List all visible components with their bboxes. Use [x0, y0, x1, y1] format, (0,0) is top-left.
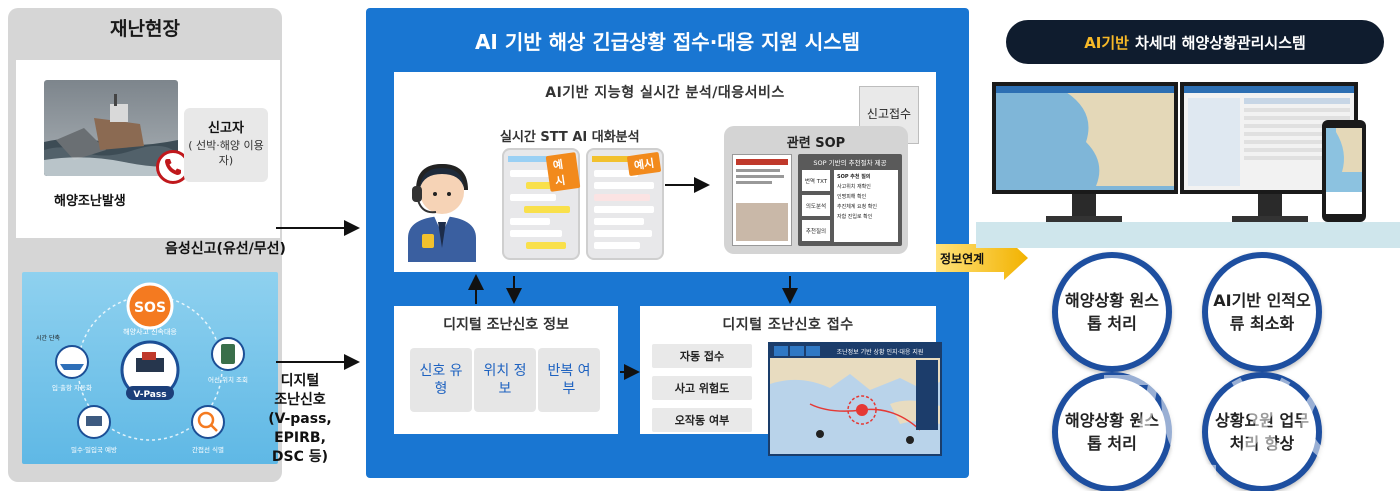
next-gen-system-title: AI기반 차세대 해양상황관리시스템 [1006, 20, 1384, 64]
disaster-site-panel: 재난현장 신고자 ( 선박 [8, 8, 282, 482]
auto-receive-item: 자동 접수 [652, 344, 752, 368]
next-gen-title-accent: AI기반 [1084, 33, 1129, 52]
smuggling-prevention-label: 밀수·밀입국 예방 [71, 445, 117, 454]
sop-question-list: SOP 추천 질의 사고위치 재확인 인명피해 확인 추진체계 요청 확인 자함… [834, 170, 898, 242]
reporter-desc: ( 선박·해양 이용자) [188, 139, 264, 167]
vpass-hub: V-Pass [120, 340, 180, 400]
effect-circle-human-error: AI기반 인적오류 최소화 [1202, 252, 1322, 372]
ai-analysis-service-box: AI기반 지능형 실시간 분석/대응서비스 신고접수 실시간 STT AI 대화… [394, 72, 936, 272]
chat-analysis-phone-1: 예시 [502, 148, 581, 260]
ai-analysis-service-title: AI기반 지능형 실시간 분석/대응서비스 [545, 85, 785, 101]
vessel-identification-label: 간접선 식별 [192, 445, 224, 454]
smuggling-prevention-node: 밀수·밀입국 예방 [71, 405, 117, 454]
digital-signal-line-4: DSC 등) [271, 449, 329, 465]
vessel-location-node: 어선 위치 조회 [208, 337, 248, 384]
sop-row: 추천질의 [802, 220, 830, 241]
sop-list-item: 자함 진입로 확인 [837, 214, 873, 220]
incident-label: 해양조난발생 [54, 194, 126, 209]
sample-tag-1: 예시 [545, 152, 581, 192]
digital-signal-receive-box: 디지털 조난신호 접수 자동 접수 사고 위험도 오작동 여부 조난정보 기반 … [640, 306, 942, 456]
accident-risk-item: 사고 위험도 [652, 376, 752, 400]
digital-signal-line-3: (V-pass, EPIRB, [268, 411, 332, 446]
coast-guard-operator-icon [394, 130, 490, 262]
vessel-identification-node: 간접선 식별 [191, 405, 225, 454]
sos-badge: SOS [126, 282, 174, 330]
digital-signal-line-2: 조난신호 [274, 392, 326, 408]
vpass-text: V-Pass [133, 390, 166, 400]
map-header: 조난정보 기반 상황 인지·대응 지원 [837, 348, 924, 356]
sop-list-item: 사고위치 재확인 [837, 184, 871, 190]
location-info-cell: 위치 정보 [474, 348, 536, 412]
repeat-status-cell: 반복 여부 [538, 348, 600, 412]
vpass-sos-diagram: SOS 해양사고 신속대응 V-Pass 시간 단축 입·출항 자동화 어선 위… [22, 272, 278, 464]
realtime-stt-label: 실시간 STT AI 대화분석 [500, 130, 640, 145]
sop-document-thumbnail [732, 154, 792, 246]
sop-inner-title: SOP 기반의 추천절차 제공 [813, 159, 887, 167]
time-reduction-label: 시간 단축 [36, 334, 60, 342]
sop-row: 번역 TXT [802, 170, 830, 191]
reporter-card: 신고자 ( 선박·해양 이용자) [184, 108, 268, 182]
ai-emergency-system-panel: AI 기반 해상 긴급상황 접수·대응 지원 시스템 AI기반 지능형 실시간 … [366, 8, 969, 478]
sop-recommendation-panel: SOP 기반의 추천절차 제공 번역 TXT 의도분석 추천질의 SOP 추천 … [798, 154, 902, 246]
shipwreck-photo [44, 80, 178, 176]
sop-list-item: 추진체계 요청 확인 [837, 204, 877, 210]
digital-signal-label: 디지털 조난신호 (V-pass, EPIRB, DSC 등) [240, 372, 360, 467]
info-link-label: 정보연계 [940, 252, 985, 266]
digital-signal-info-title: 디지털 조난신호 정보 [443, 317, 569, 333]
situation-map-screenshot: 조난정보 기반 상황 인지·대응 지원 [768, 342, 942, 456]
vessel-location-label: 어선 위치 조회 [208, 375, 248, 384]
effect-circle-onestop: 해양상황 원스톱 처리 [1052, 252, 1172, 372]
sop-row-list: 번역 TXT 의도분석 추천질의 [802, 170, 830, 242]
sos-text: SOS [134, 300, 166, 316]
digital-signal-receive-title: 디지털 조난신호 접수 [722, 317, 854, 333]
sop-row: 의도분석 [802, 195, 830, 216]
time-reduction-node: 시간 단축 입·출항 자동화 [36, 334, 92, 392]
sop-list-title: SOP 추천 질의 [837, 174, 871, 180]
disaster-site-title: 재난현장 [110, 18, 180, 40]
malfunction-check-item: 오작동 여부 [652, 408, 752, 432]
signal-type-cell: 신호 유형 [410, 348, 472, 412]
digital-signal-line-1: 디지털 [280, 373, 320, 389]
digital-signal-info-box: 디지털 조난신호 정보 신호 유형 위치 정보 반복 여부 [394, 306, 618, 434]
center-title: AI 기반 해상 긴급상황 접수·대응 지원 시스템 [474, 30, 861, 54]
port-automation-label: 입·출항 자동화 [52, 383, 92, 392]
monitor-setup-illustration [976, 82, 1400, 248]
news-watermark-logo [1104, 375, 1386, 475]
reporter-title: 신고자 [208, 121, 244, 136]
sop-list-item: 인명피해 확인 [837, 194, 867, 200]
scene-box: 신고자 ( 선박·해양 이용자) 해양조난발생 [16, 60, 280, 238]
next-gen-title-rest: 차세대 해양상황관리시스템 [1134, 33, 1306, 52]
chat-analysis-phone-2: 예시 [586, 148, 664, 260]
related-sop-box: 관련 SOP SOP 기반의 추천절차 제공 번역 TXT 의도분석 추천질의 [724, 126, 908, 254]
sos-caption: 해양사고 신속대응 [123, 327, 177, 336]
related-sop-title: 관련 SOP [786, 136, 846, 151]
voice-report-label: 음성신고(유선/무선) [165, 241, 286, 257]
